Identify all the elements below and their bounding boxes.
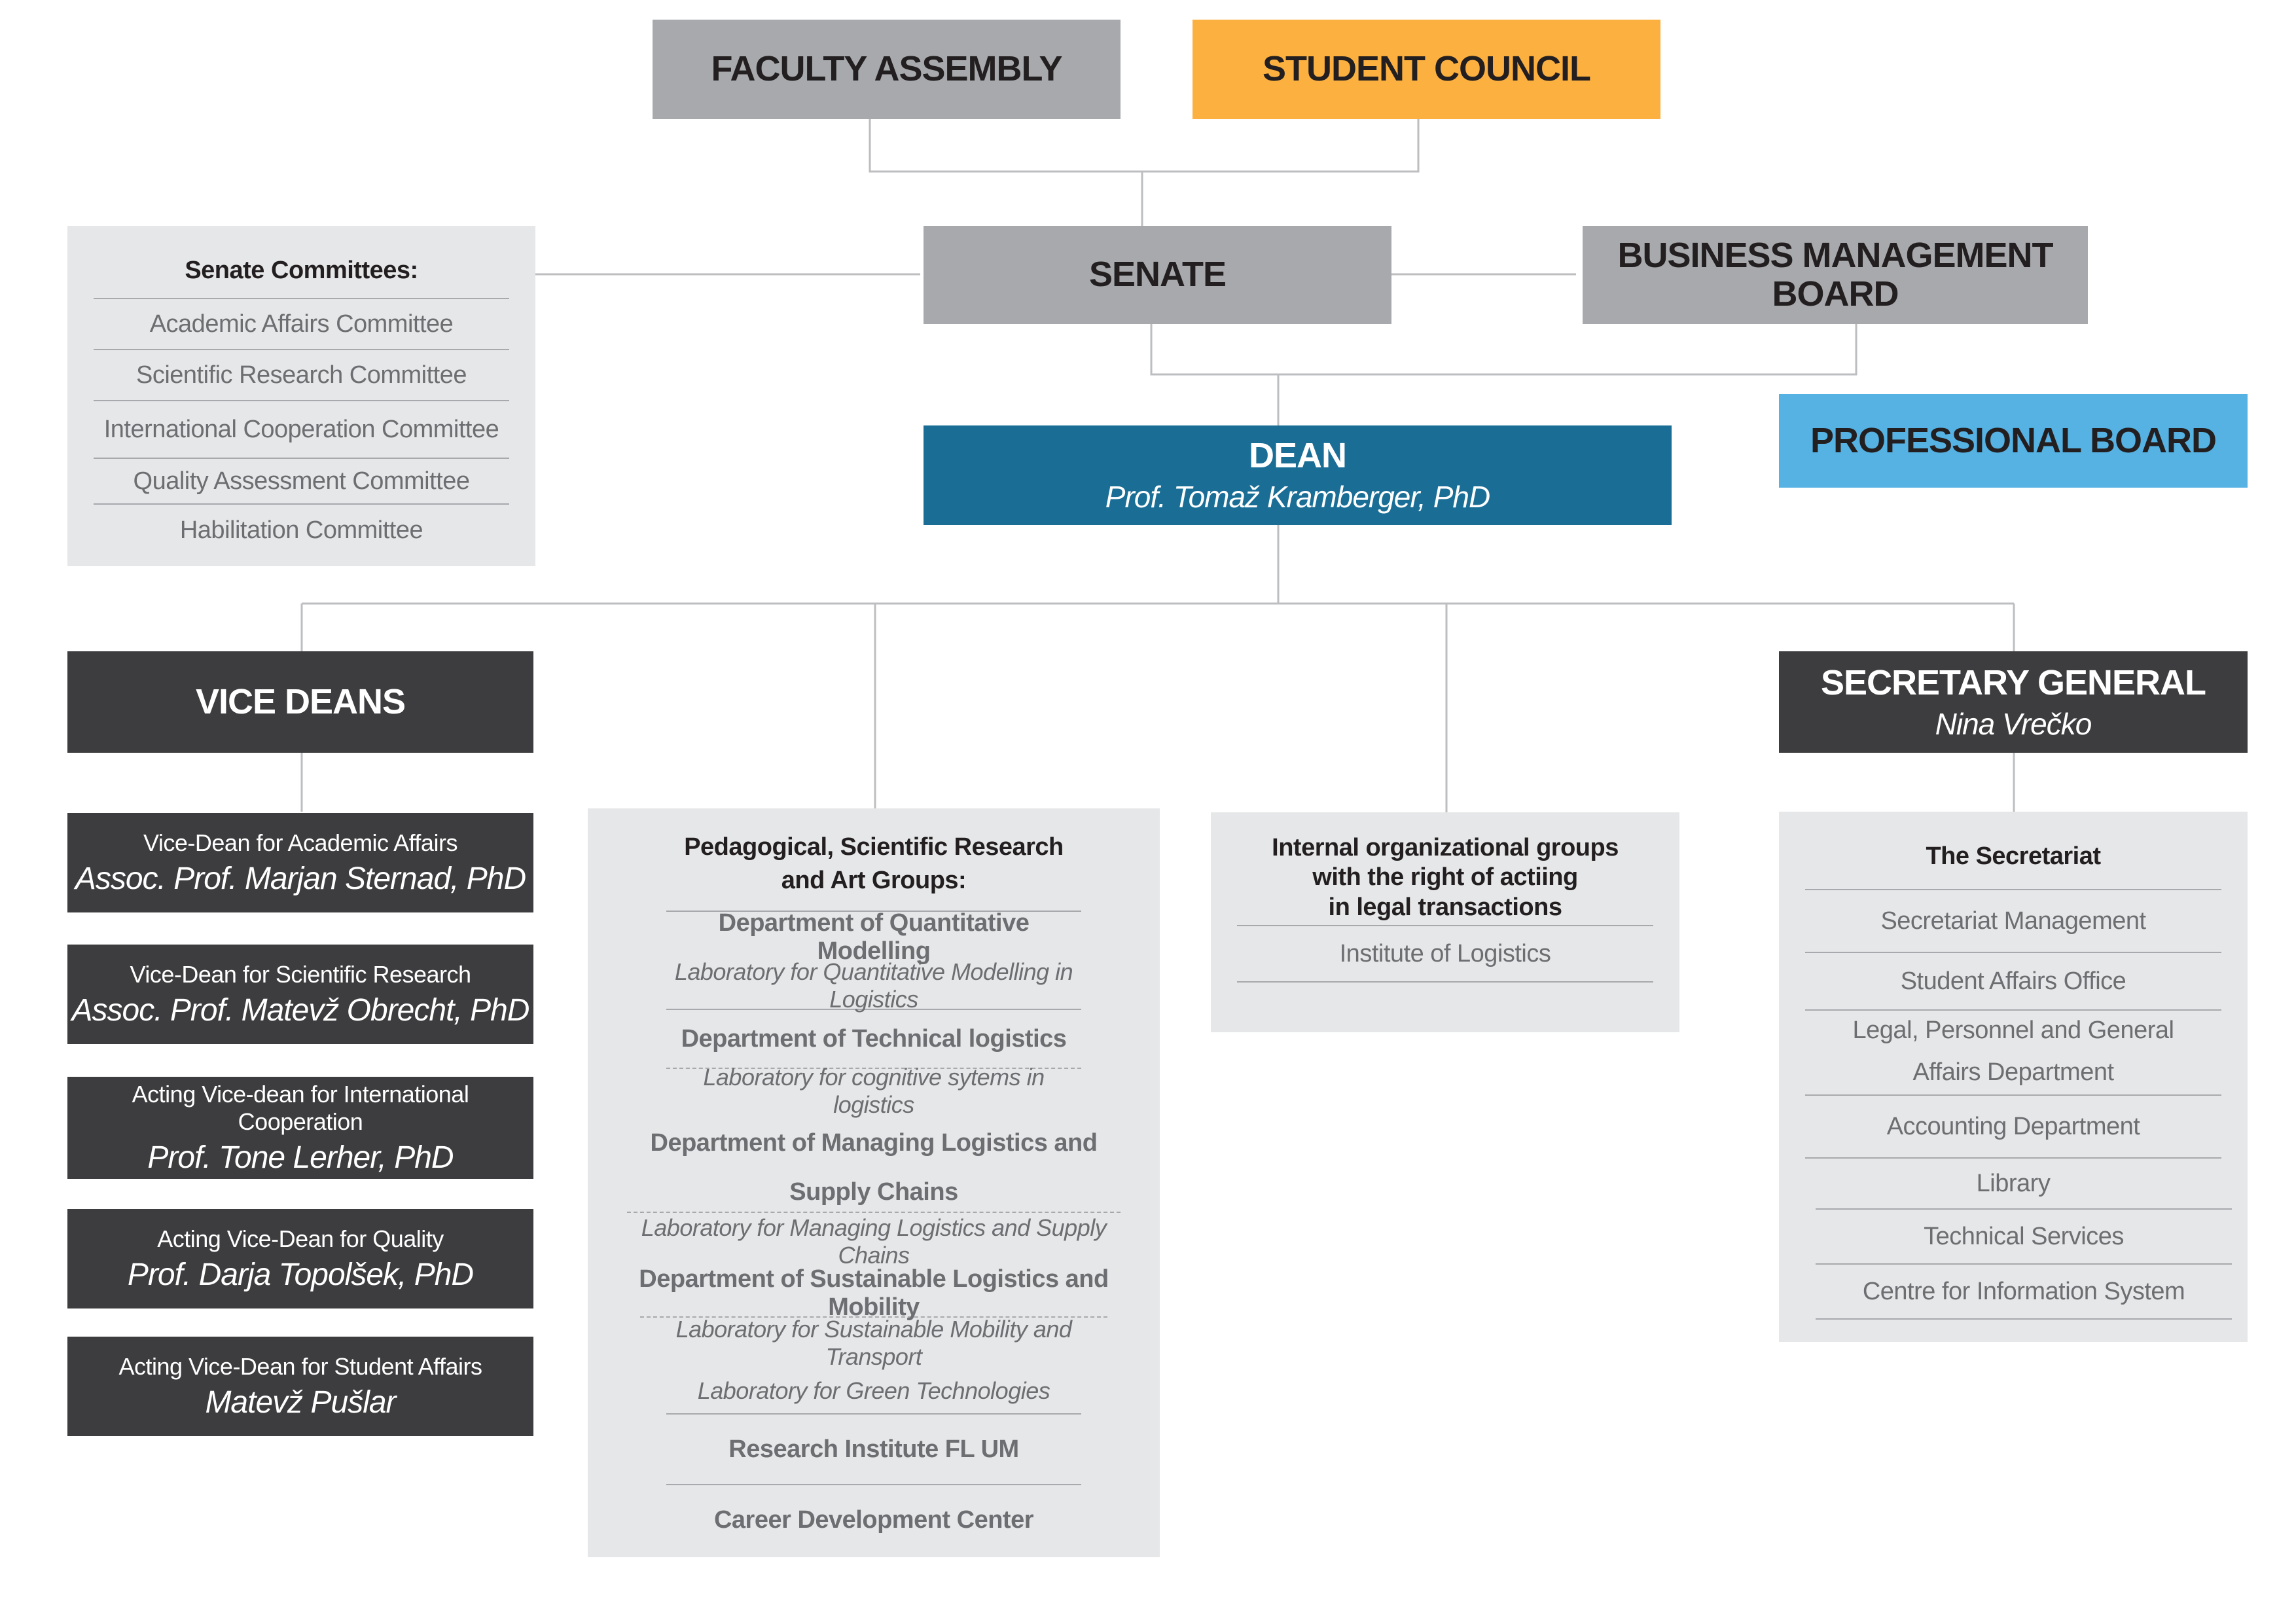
vice-dean-name: Prof. Tone Lerher, PhD <box>147 1140 454 1175</box>
laboratory-item: Laboratory for Managing Logistics and Su… <box>627 1212 1121 1271</box>
faculty-assembly-box: FACULTY ASSEMBLY <box>653 20 1121 119</box>
secretariat-item: Legal, Personnel and General <box>1805 1009 2221 1050</box>
laboratory-item: Laboratory for Sustainable Mobility and … <box>640 1316 1107 1370</box>
professional-board-box: PROFESSIONAL BOARD <box>1779 394 2248 488</box>
faculty-assembly-label: FACULTY ASSEMBLY <box>711 49 1062 89</box>
vice-dean-card: Acting Vice-dean for International Coope… <box>67 1077 533 1179</box>
vice-dean-role: Acting Vice-Dean for Student Affairs <box>118 1352 483 1380</box>
pedagogical-groups-title-2: and Art Groups: <box>781 867 967 894</box>
laboratory-item: Laboratory for Green Technologies <box>697 1377 1050 1404</box>
secretary-general-title: SECRETARY GENERAL <box>1820 662 2206 702</box>
secretary-general-name: Nina Vrečko <box>1935 706 2092 741</box>
vice-dean-name: Assoc. Prof. Matevž Obrecht, PhD <box>71 992 530 1028</box>
pedagogical-groups-title-1: Pedagogical, Scientific Research <box>684 833 1064 861</box>
dean-title: DEAN <box>1248 436 1347 475</box>
committee-item: Quality Assessment Committee <box>94 458 509 503</box>
vice-dean-role: Acting Vice-Dean for Quality <box>157 1225 444 1252</box>
business-management-board-label: BUSINESS MANAGEMENT BOARD <box>1617 235 2053 314</box>
department-item-cont: Supply Chains <box>789 1178 958 1206</box>
secretariat-item: Centre for Information System <box>1816 1263 2232 1320</box>
secretariat-item: Accounting Department <box>1805 1094 2221 1157</box>
vice-dean-card: Acting Vice-Dean for Student Affairs Mat… <box>67 1337 533 1436</box>
secretariat-item: Library <box>1805 1157 2221 1208</box>
vice-dean-name: Matevž Pušlar <box>205 1384 396 1420</box>
dean-name: Prof. Tomaž Kramberger, PhD <box>1105 480 1490 514</box>
vice-dean-card: Vice-Dean for Scientific Research Assoc.… <box>67 945 533 1044</box>
department-item: Department of Quantitative Modelling <box>666 909 1081 965</box>
department-item: Department of Sustainable Logistics and … <box>639 1265 1109 1321</box>
pedagogical-groups-panel: Pedagogical, Scientific Research and Art… <box>588 808 1160 1557</box>
vice-dean-card: Acting Vice-Dean for Quality Prof. Darja… <box>67 1209 533 1308</box>
vice-dean-name: Prof. Darja Topolšek, PhD <box>127 1257 474 1292</box>
senate-box: SENATE <box>924 226 1391 324</box>
department-item: Department of Managing Logistics and <box>650 1128 1098 1157</box>
committee-item: Habilitation Committee <box>94 503 509 556</box>
laboratory-item: Laboratory for cognitive sytems in logis… <box>666 1064 1081 1118</box>
professional-board-label: PROFESSIONAL BOARD <box>1810 420 2217 460</box>
vice-deans-title: VICE DEANS <box>195 681 406 721</box>
laboratory-item: Laboratory for Quantitative Modelling in… <box>674 958 1073 1013</box>
career-center-item: Career Development Center <box>666 1484 1081 1555</box>
department-item: Department of Technical logistics <box>666 1009 1081 1068</box>
internal-groups-title-1: Internal organizational groups <box>1272 833 1619 861</box>
secretariat-item: Secretariat Management <box>1805 889 2221 952</box>
secretariat-item-cont: Affairs Department <box>1912 1058 2114 1086</box>
senate-committees-title: Senate Committees: <box>185 257 418 285</box>
committee-item: International Cooperation Committee <box>94 400 509 458</box>
secretary-general-box: SECRETARY GENERAL Nina Vrečko <box>1779 651 2248 753</box>
secretariat-title: The Secretariat <box>1926 842 2101 871</box>
vice-dean-role: Vice-Dean for Scientific Research <box>130 960 471 988</box>
vice-dean-role: Acting Vice-dean for International Coope… <box>132 1080 469 1135</box>
student-council-label: STUDENT COUNCIL <box>1263 49 1591 89</box>
internal-groups-title-3: in legal transactions <box>1328 893 1562 921</box>
business-management-board-box: BUSINESS MANAGEMENT BOARD <box>1583 226 2088 324</box>
committee-item: Scientific Research Committee <box>94 349 509 400</box>
secretariat-item: Technical Services <box>1816 1208 2232 1263</box>
internal-groups-panel: Internal organizational groups with the … <box>1211 812 1679 1032</box>
vice-dean-name: Assoc. Prof. Marjan Sternad, PhD <box>75 861 526 896</box>
vice-deans-box: VICE DEANS <box>67 651 533 753</box>
senate-label: SENATE <box>1088 255 1227 295</box>
internal-groups-title-2: with the right of actiing <box>1312 863 1578 892</box>
student-council-box: STUDENT COUNCIL <box>1193 20 1660 119</box>
vice-dean-card: Vice-Dean for Academic Affairs Assoc. Pr… <box>67 813 533 912</box>
senate-committees-panel: Senate Committees: Academic Affairs Comm… <box>67 226 535 566</box>
committee-item: Academic Affairs Committee <box>94 298 509 349</box>
research-institute-item: Research Institute FL UM <box>666 1413 1081 1484</box>
vice-dean-role: Vice-Dean for Academic Affairs <box>143 829 457 856</box>
secretariat-panel: The Secretariat Secretariat Management S… <box>1779 812 2248 1342</box>
secretariat-item: Student Affairs Office <box>1805 952 2221 1009</box>
institute-item: Institute of Logistics <box>1237 925 1653 983</box>
dean-box: DEAN Prof. Tomaž Kramberger, PhD <box>924 425 1672 525</box>
